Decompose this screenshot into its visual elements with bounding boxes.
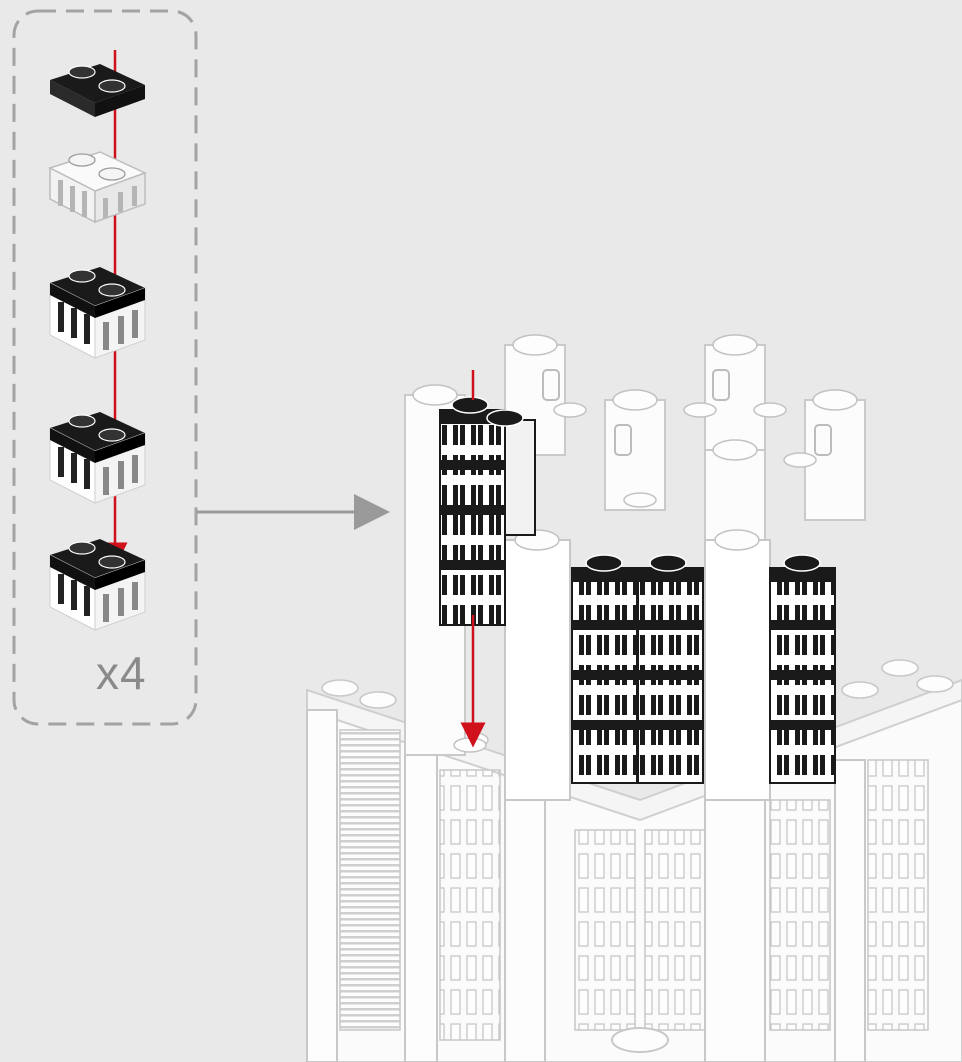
part-plate-black xyxy=(50,64,145,117)
repeat-count-label: x4 xyxy=(96,646,147,700)
part-brick-black-3 xyxy=(50,539,145,630)
subassembly-callout xyxy=(14,11,196,724)
part-brick-black-2 xyxy=(50,412,145,503)
new-column-3 xyxy=(638,555,703,783)
new-column-4 xyxy=(770,555,835,783)
tower-model xyxy=(307,335,962,1062)
part-brick-white xyxy=(50,152,145,222)
part-brick-black-1 xyxy=(50,267,145,358)
new-column-2 xyxy=(572,555,637,783)
